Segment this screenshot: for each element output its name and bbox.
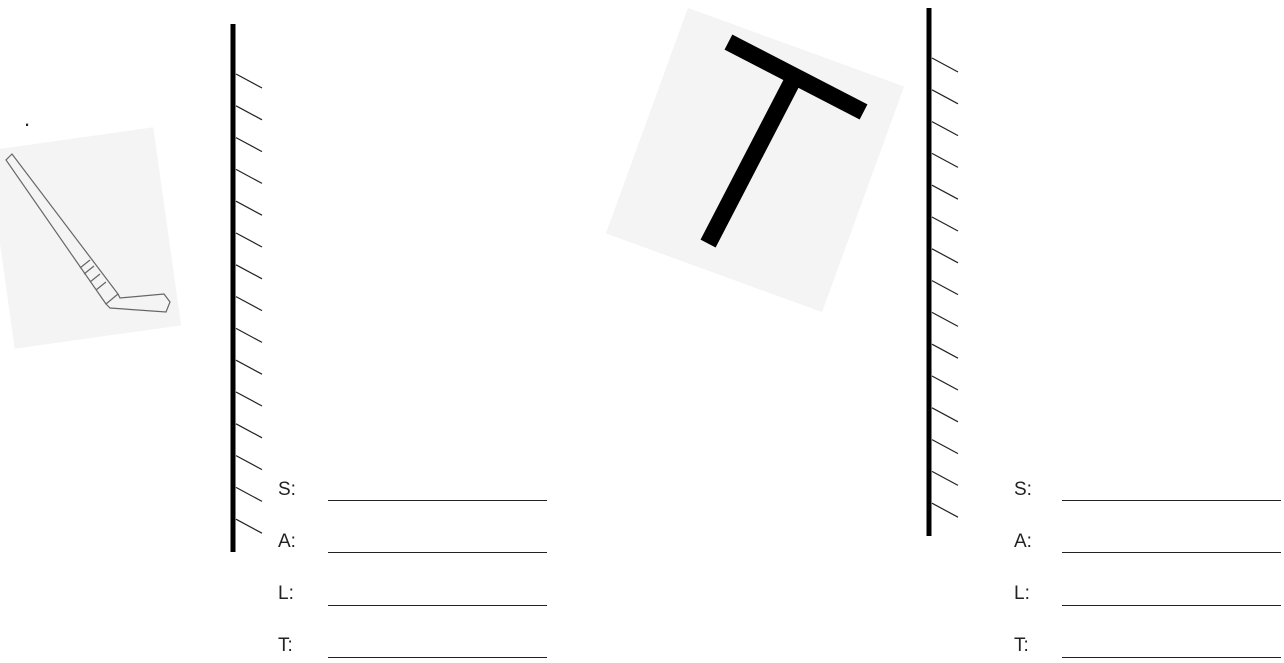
answer-label-s-right: S:: [1014, 478, 1044, 502]
mirror-hatch: [236, 487, 262, 501]
mirror-hatch: [932, 217, 958, 231]
mirror-hatch: [236, 328, 262, 342]
mirror-hatch: [236, 74, 262, 88]
mirror-hatch: [932, 344, 958, 358]
mirror-hatch: [932, 153, 958, 167]
mirror-right: [918, 4, 978, 544]
mirror-hatch: [932, 122, 958, 136]
mirror-hatch: [236, 201, 262, 215]
mirror-hatch: [236, 265, 262, 279]
mirror-hatch: [932, 312, 958, 326]
mirror-hatch: [236, 297, 262, 311]
mirror-hatch: [932, 440, 958, 454]
mirror-hatch: [932, 503, 958, 517]
mirror-hatch: [236, 360, 262, 374]
letter-t-icon: [690, 30, 880, 260]
mirror-hatch: [932, 249, 958, 263]
mirror-hatch: [236, 424, 262, 438]
answer-label-s-left: S:: [278, 478, 308, 502]
mirror-hatch: [236, 456, 262, 470]
mirror-hatch: [932, 281, 958, 295]
mirror-hatch: [932, 90, 958, 104]
answer-label-l-left: L:: [278, 582, 308, 606]
mirror-hatch: [236, 169, 262, 183]
mirror-hatch: [236, 138, 262, 152]
mirror-hatch: [236, 106, 262, 120]
answer-line-a-left[interactable]: [328, 552, 547, 553]
mirror-hatch: [932, 58, 958, 72]
answer-line-a-right[interactable]: [1062, 552, 1281, 553]
mirror-hatch: [236, 233, 262, 247]
answer-label-t-left: T:: [278, 634, 308, 658]
answer-line-l-right[interactable]: [1062, 605, 1281, 606]
mirror-hatch: [932, 408, 958, 422]
answer-label-a-right: A:: [1014, 530, 1044, 554]
mirror-hatch: [236, 392, 262, 406]
stray-dot: .: [24, 108, 30, 130]
hockey-stick-icon: [0, 140, 180, 330]
mirror-hatch: [932, 471, 958, 485]
answer-label-a-left: A:: [278, 530, 308, 554]
answer-line-t-right[interactable]: [1062, 657, 1281, 658]
mirror-hatch: [236, 519, 262, 533]
answer-line-s-left[interactable]: [328, 500, 547, 501]
answer-label-t-right: T:: [1014, 634, 1044, 658]
answer-label-l-right: L:: [1014, 582, 1044, 606]
answer-line-t-left[interactable]: [328, 657, 547, 658]
mirror-left: [222, 20, 282, 560]
mirror-hatch: [932, 376, 958, 390]
mirror-hatch: [932, 185, 958, 199]
answer-line-l-left[interactable]: [328, 605, 547, 606]
answer-line-s-right[interactable]: [1062, 500, 1281, 501]
